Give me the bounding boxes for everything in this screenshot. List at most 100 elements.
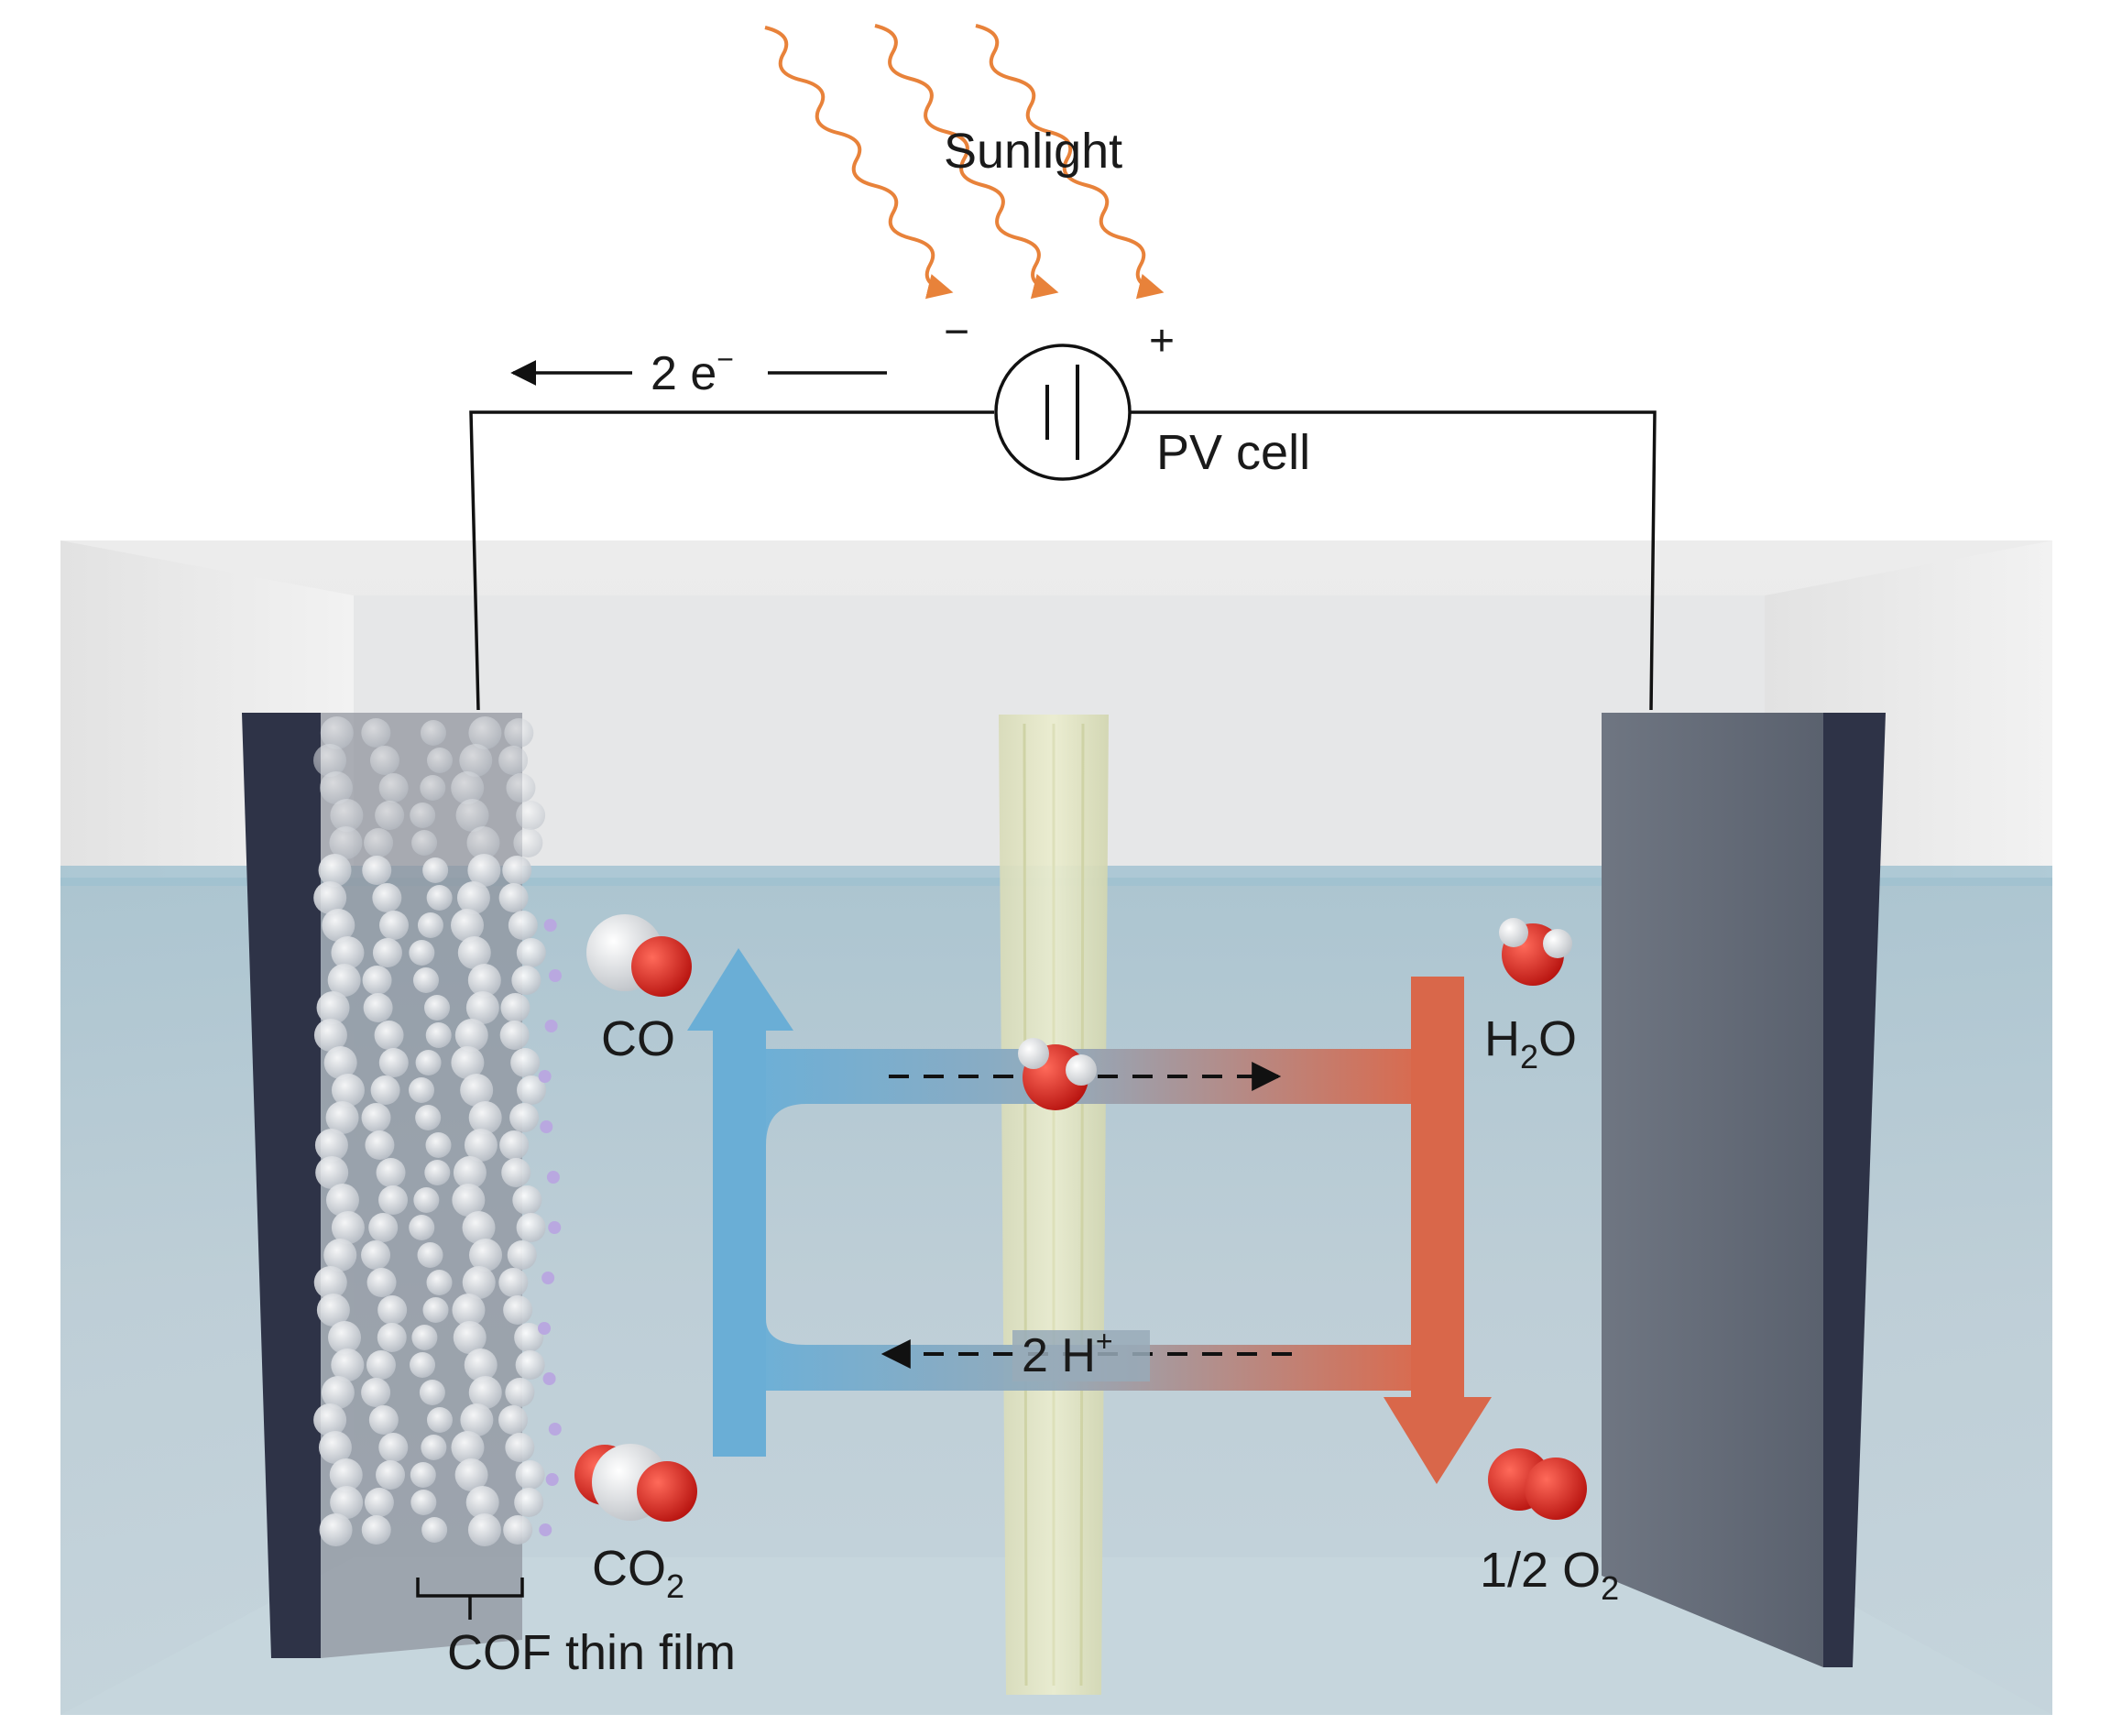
cof-sphere	[372, 883, 402, 912]
cof-sphere	[453, 1321, 487, 1354]
cof-sphere	[426, 748, 453, 773]
cof-node	[544, 1020, 558, 1032]
cof-sphere	[508, 911, 538, 940]
cof-sphere	[466, 826, 500, 859]
cof-sphere	[362, 966, 392, 995]
membrane	[999, 715, 1109, 1695]
cof-sphere	[459, 744, 493, 777]
pv-cell-label: PV cell	[1156, 425, 1310, 480]
water-transport-bar	[766, 1049, 1411, 1145]
cof-sphere	[331, 1348, 365, 1381]
cof-sphere	[313, 1019, 347, 1052]
cof-node	[545, 1473, 559, 1486]
cof-sphere	[462, 1266, 496, 1299]
cof-sphere	[452, 1184, 486, 1217]
cof-sphere	[321, 1376, 355, 1409]
cof-sphere	[465, 1486, 499, 1519]
cof-sphere	[426, 1270, 453, 1295]
cof-sphere	[411, 830, 438, 856]
cof-sphere	[410, 1462, 436, 1488]
cof-sphere	[451, 909, 485, 942]
cof-sphere	[320, 716, 354, 749]
cof-sphere	[452, 1294, 486, 1327]
sunlight-ray	[874, 24, 1059, 300]
cof-node	[539, 1523, 552, 1536]
cof-sphere	[422, 1297, 449, 1323]
cof-sphere	[421, 1435, 447, 1460]
cof-sphere	[468, 1239, 502, 1272]
cof-sphere	[512, 1185, 542, 1215]
cof-sphere	[506, 773, 536, 802]
cof-node	[548, 969, 562, 982]
cof-sphere	[409, 1077, 435, 1103]
cof-sphere	[325, 1184, 359, 1217]
cof-sphere	[368, 1405, 399, 1435]
cof-node	[540, 1120, 553, 1133]
cof-sphere	[372, 938, 402, 967]
cof-sphere	[410, 1490, 437, 1515]
cof-node	[541, 1272, 555, 1284]
cof-sphere	[422, 857, 449, 883]
cof-sphere	[417, 1242, 443, 1268]
cof-sphere	[467, 964, 501, 997]
cof-sphere	[377, 1295, 408, 1325]
cof-sphere	[364, 1488, 394, 1517]
cof-sphere	[361, 1378, 391, 1407]
cof-sphere	[465, 991, 499, 1024]
cof-film-label: COF thin film	[447, 1625, 736, 1680]
cof-sphere	[375, 801, 405, 830]
cof-sphere	[376, 1460, 406, 1490]
cof-sphere	[507, 1240, 537, 1270]
cof-sphere	[331, 1074, 365, 1107]
cof-sphere	[331, 1211, 365, 1244]
cof-sphere	[513, 828, 543, 857]
cof-sphere	[498, 883, 529, 912]
cof-sphere	[323, 1046, 357, 1079]
cof-sphere	[505, 1378, 535, 1407]
sunlight-rays	[764, 24, 1165, 300]
cof-sphere	[516, 1075, 546, 1105]
electron-label: 2 e−	[651, 343, 734, 400]
cof-sphere	[498, 746, 529, 775]
cof-sphere	[329, 826, 363, 859]
o2-molecule	[1488, 1448, 1587, 1520]
cof-sphere	[322, 909, 355, 942]
cof-sphere	[313, 1266, 347, 1299]
cof-sphere	[498, 1405, 528, 1435]
cof-sphere	[503, 1295, 533, 1325]
cof-sphere	[368, 1213, 399, 1242]
cof-sphere	[327, 964, 361, 997]
cof-sphere	[319, 771, 353, 804]
cof-sphere	[378, 1185, 409, 1215]
cof-sphere	[503, 1515, 533, 1545]
proton-label: 2 H+	[1022, 1325, 1113, 1382]
cof-sphere	[361, 1240, 391, 1270]
sunlight-label: Sunlight	[944, 124, 1122, 179]
cof-sphere	[315, 1156, 349, 1189]
cof-sphere	[328, 1321, 362, 1354]
cof-sphere	[366, 1350, 396, 1380]
cof-node	[543, 919, 557, 932]
oxidation-arrow	[1384, 977, 1492, 1484]
cof-sphere	[514, 1488, 544, 1517]
cof-sphere	[410, 802, 436, 828]
sunlight-ray	[764, 26, 954, 300]
cof-sphere	[426, 1407, 453, 1433]
cof-sphere	[424, 1160, 451, 1185]
cof-sphere	[516, 801, 546, 830]
o2-label: 1/2 O2	[1480, 1543, 1619, 1607]
cof-sphere	[454, 1458, 488, 1491]
cof-sphere	[409, 1215, 435, 1240]
pv-plus-label: +	[1149, 317, 1175, 366]
pv-cell-symbol	[994, 344, 1132, 481]
cof-sphere	[502, 856, 532, 885]
cof-sphere	[509, 1103, 540, 1132]
cof-sphere	[514, 1323, 544, 1352]
cof-sphere	[451, 1431, 485, 1464]
cof-sphere	[410, 1352, 436, 1378]
cof-sphere	[374, 1021, 404, 1050]
cof-sphere	[501, 1158, 531, 1187]
cof-sphere	[361, 1515, 391, 1545]
cof-sphere	[467, 854, 501, 887]
